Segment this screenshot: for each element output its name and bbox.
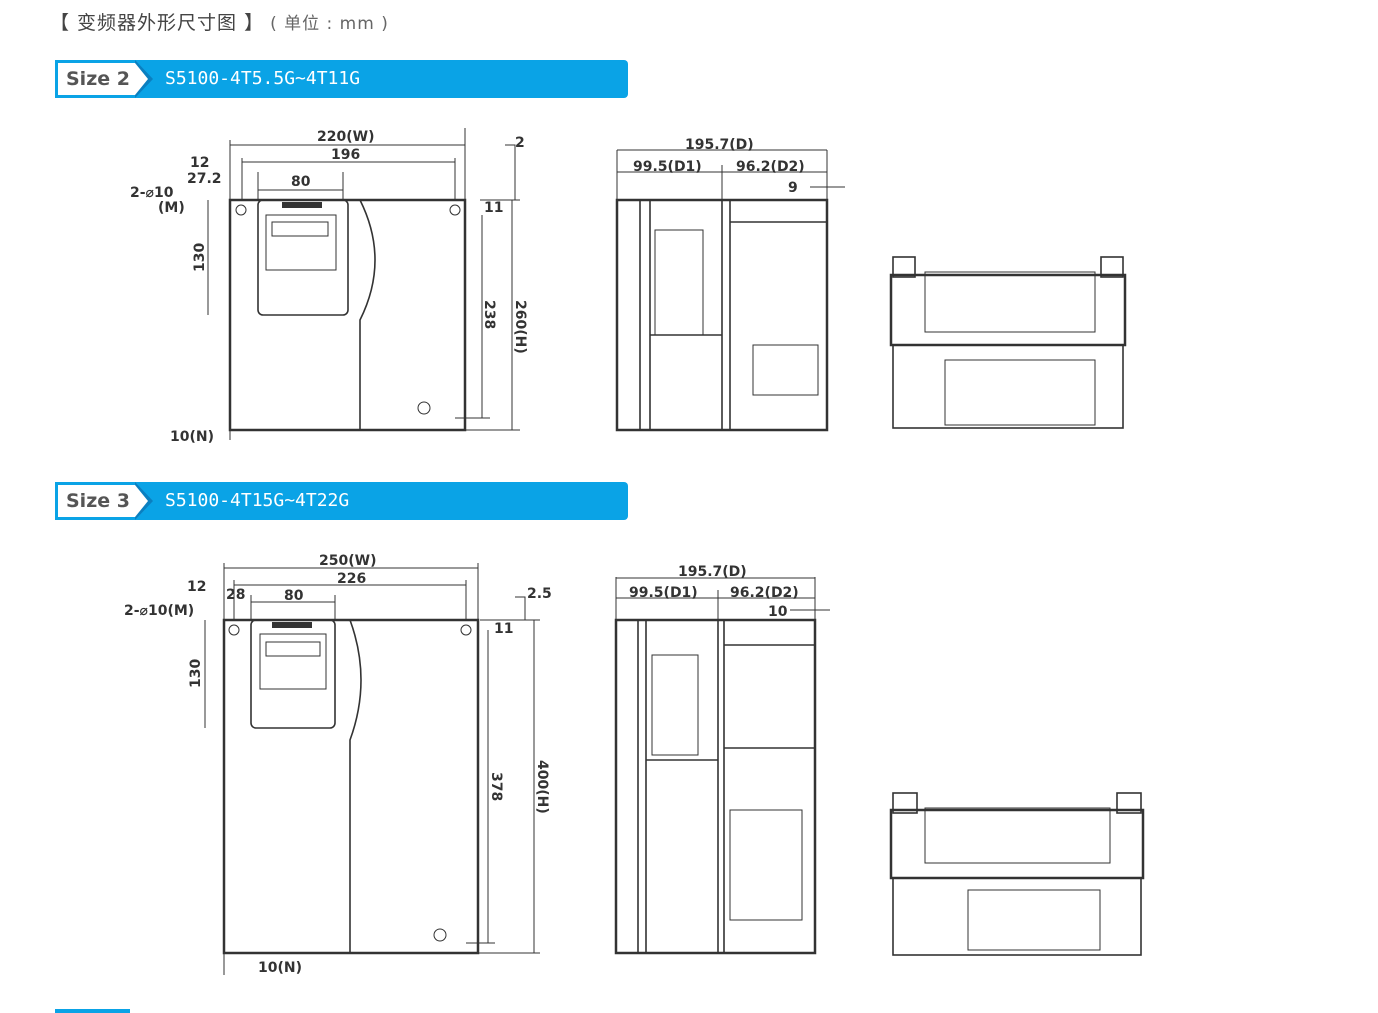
size-2-side-view: 195.7(D) 99.5(D1) 96.2(D2) 9 [615,137,845,432]
dim-12: 12 [190,155,209,171]
dim-depth-1: 99.5(D1) [629,585,698,601]
dim-11: 11 [484,200,503,216]
size-label: Size 3 [58,485,136,517]
size-3-side-view: 195.7(D) 99.5(D1) 96.2(D2) 10 [614,564,830,955]
dim-12: 12 [187,579,206,595]
size-3-front-view: 250(W) 226 80 12 28 2-⌀10(M) 130 378 400… [124,553,552,976]
dim-keypad: 80 [284,588,304,604]
size-label: Size 2 [58,63,136,95]
chevron-icon [135,485,148,517]
dim-130: 130 [192,243,208,272]
size-3-header: Size 3 S5100-4T15G~4T22G [55,482,628,520]
dim-n: 10(N) [258,960,302,976]
dim-depth-1: 99.5(D1) [633,159,702,175]
dim-10: 10 [768,604,788,620]
dim-depth-2: 96.2(D2) [736,159,805,175]
dim-130: 130 [188,659,204,688]
dim-offset: 28 [226,587,245,603]
dim-hole-spacing: 226 [337,571,366,587]
dim-width: 250(W) [319,553,376,569]
dim-height: 400(H) [534,760,550,814]
dim-hole: 2-⌀10 [130,185,174,201]
dim-width: 220(W) [317,129,374,145]
size-2-header: Size 2 S5100-4T5.5G~4T11G [55,60,628,98]
dim-hole-height: 378 [488,772,504,801]
dim-9: 9 [788,180,798,196]
title-text: 【 变频器外形尺寸图 】 [50,12,265,34]
dim-hole-m: (M) [158,200,185,216]
dim-11: 11 [494,621,513,637]
dim-n: 10(N) [170,429,214,445]
size-2-front-view: 220(W) 196 80 12 27.2 2-⌀10 (M) 130 238 … [130,128,528,445]
page-title: 【 变频器外形尺寸图 】( 单位 : mm ) [50,8,389,35]
model-range: S5100-4T5.5G~4T11G [165,68,361,89]
dim-keypad: 80 [291,174,311,190]
dim-top: 2 [515,135,525,151]
dim-depth-2: 96.2(D2) [730,585,799,601]
dim-hole: 2-⌀10(M) [124,603,194,619]
dim-depth: 195.7(D) [685,137,754,153]
size-3-bottom-view [889,792,1145,956]
model-range: S5100-4T15G~4T22G [165,490,350,511]
next-section-bar [55,1009,130,1013]
size-2-bottom-view [889,256,1127,429]
dim-height: 260(H) [512,300,528,354]
dim-depth: 195.7(D) [678,564,747,580]
chevron-icon [135,63,148,95]
dim-top: 2.5 [527,586,552,602]
unit-text: ( 单位 : mm ) [270,14,389,34]
dim-hole-spacing: 196 [331,147,360,163]
dim-offset: 27.2 [187,171,222,187]
dim-hole-height: 238 [481,300,497,329]
